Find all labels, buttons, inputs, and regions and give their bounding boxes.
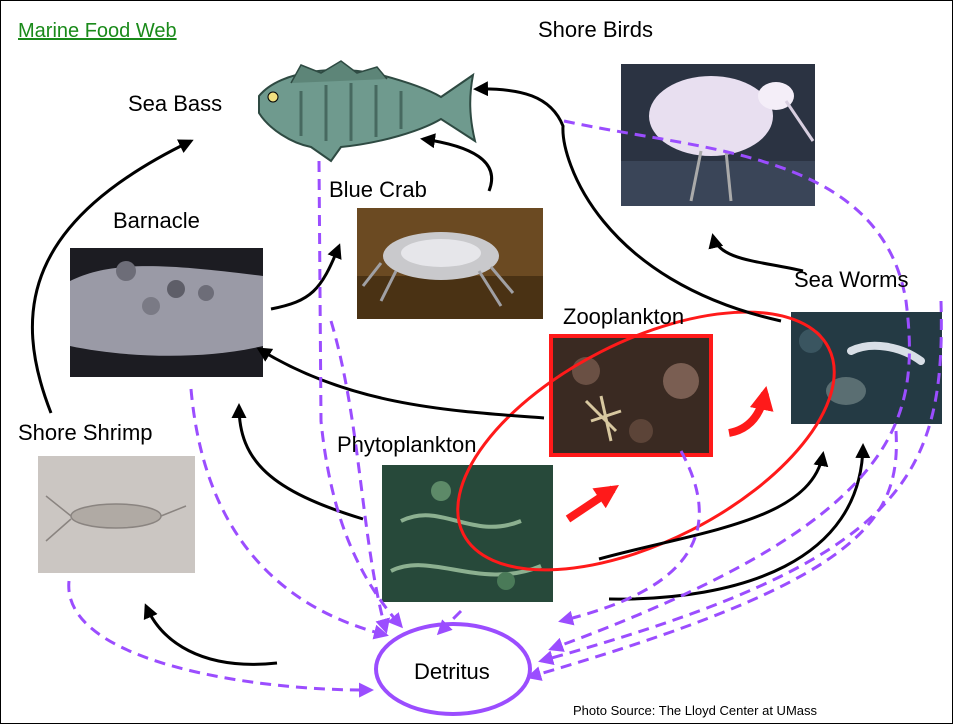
dash-shrimp-detritus xyxy=(69,581,371,690)
label-detritus: Detritus xyxy=(414,659,490,684)
label-phytoplankton: Phytoplankton xyxy=(337,432,476,457)
label-shore-shrimp: Shore Shrimp xyxy=(18,420,153,445)
red-arrow-phyto-zoo xyxy=(568,489,613,519)
label-blue-crab: Blue Crab xyxy=(329,177,427,202)
arrow-phyto-worms xyxy=(599,454,823,559)
label-zooplankton: Zooplankton xyxy=(563,304,684,329)
shore-birds-photo xyxy=(621,64,815,206)
arrow-zoo-barnacle xyxy=(259,349,544,418)
phytoplankton-photo xyxy=(382,465,553,602)
dash-barnacle-detritus xyxy=(191,389,386,635)
label-barnacle: Barnacle xyxy=(113,208,200,233)
diagram-title: Marine Food Web xyxy=(18,20,177,42)
dash-worms-detritus-2 xyxy=(529,431,896,677)
label-sea-bass: Sea Bass xyxy=(128,91,222,116)
photo-source: Photo Source: The Lloyd Center at UMass xyxy=(573,703,817,718)
label-sea-worms: Sea Worms xyxy=(794,267,909,292)
arrow-detritus-shrimp xyxy=(146,606,277,664)
sea-bass-photo xyxy=(259,61,475,161)
arrow-phyto-barnacle xyxy=(239,406,363,519)
red-arrow-zoo-worms xyxy=(729,393,765,433)
shore-shrimp-photo xyxy=(38,456,195,573)
blue-crab-photo xyxy=(357,208,543,319)
arrow-worms-shorebirds xyxy=(713,236,803,271)
arrow-bluecrab-seabass xyxy=(423,139,492,191)
arrow-barnacle-bluecrab xyxy=(271,246,339,309)
barnacle-photo xyxy=(70,248,263,377)
label-shore-birds: Shore Birds xyxy=(538,17,653,42)
dash-bluecrab-detritus xyxy=(331,321,386,631)
zooplankton-photo xyxy=(551,336,711,455)
